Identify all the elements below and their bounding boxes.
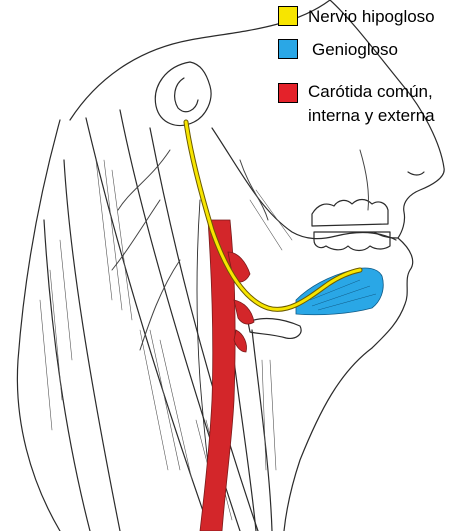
hypoglossal-nerve [183,119,363,312]
muscle-band [149,127,259,531]
legend-label-carotid-line-1: Carótida común, [308,82,433,101]
carotid-common-artery [199,219,236,531]
muscle-hatching [39,159,293,521]
muscle-band [251,329,273,531]
face-profile-outline [329,0,445,349]
legend-swatch-red [278,83,298,103]
legend-label-hypoglossal-nerve: Nervio hipogloso [308,7,435,26]
mandible-outline [211,127,397,241]
muscle-band [43,219,91,531]
legend-label-genioglossus: Geniogloso [312,40,399,59]
carotid-external-branch [233,329,247,353]
carotid-arteries [199,219,255,531]
neck-back-outline [16,119,61,531]
lip-line [373,231,399,239]
genioglossus-muscle [295,267,384,316]
muscle-band [63,159,121,531]
muscle-band [85,117,211,531]
legend-swatch-blue [278,39,298,59]
nerve-branches [111,149,369,351]
line-art-illustration [16,0,445,531]
genioglossus-hatching [309,279,377,311]
lower-teeth [313,231,391,252]
hyoid-bone [247,317,302,339]
nostril-line [407,171,425,176]
legend-swatch-yellow [278,6,298,26]
legend-label-carotid-line-2: interna y externa [308,106,435,125]
neck-front-outline [283,347,373,531]
ear-inner [174,77,199,113]
upper-teeth [311,198,389,227]
ear-outline [154,61,212,127]
carotid-external-branch [233,299,255,325]
